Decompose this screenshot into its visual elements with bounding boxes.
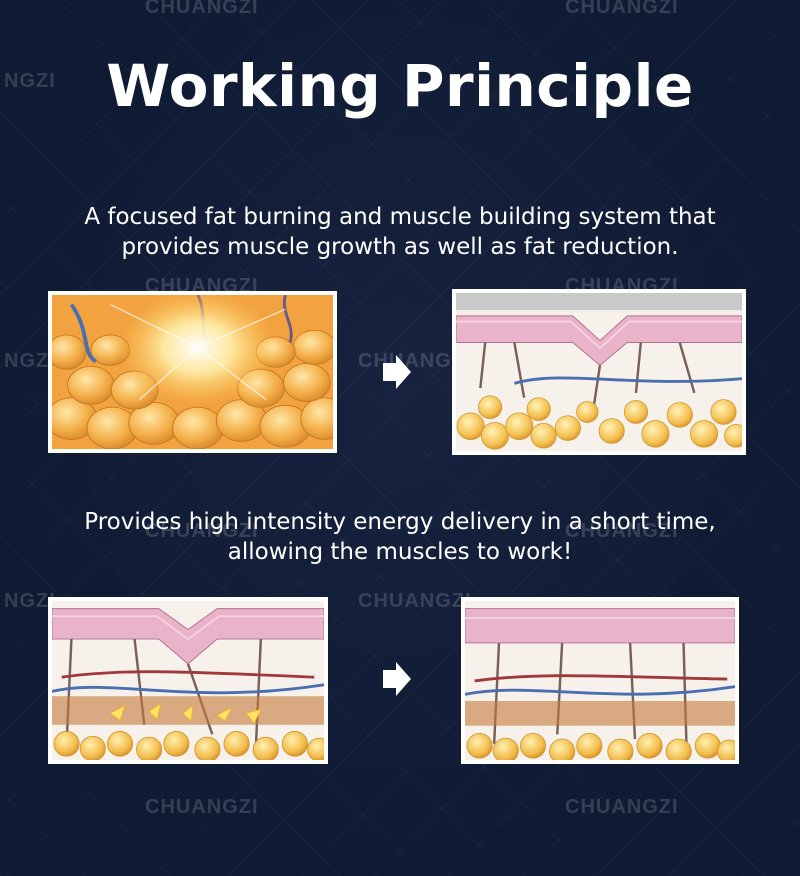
muscle-contraction-image — [48, 597, 328, 764]
watermark: CHUANGZI — [145, 0, 259, 18]
watermark: CHUANGZI — [565, 520, 679, 542]
watermark: CHUANGZI — [145, 796, 259, 818]
watermark: CHUANGZI — [565, 796, 679, 818]
fat-cells-energy-image — [48, 291, 337, 453]
section2-caption: Provides high intensity energy delivery … — [40, 507, 760, 567]
section2-caption-line2: allowing the muscles to work! — [227, 539, 573, 565]
section1-caption-line2: provides muscle growth as well as fat re… — [121, 234, 679, 260]
page-title: Working Principle — [106, 52, 694, 120]
watermark: NGZI — [4, 70, 56, 92]
section1-caption-line1: A focused fat burning and muscle buildin… — [84, 204, 716, 230]
right-arrow-icon — [383, 662, 411, 696]
watermark: CHUANGZI — [145, 520, 259, 542]
muscle-relaxed-image — [461, 597, 739, 764]
watermark: CHUANGZI — [565, 0, 679, 18]
right-arrow-icon — [383, 355, 411, 389]
watermark: NGZI — [4, 590, 56, 612]
watermark: NGZI — [4, 350, 56, 372]
skin-cross-section-image — [452, 289, 746, 455]
section2-caption-line1: Provides high intensity energy delivery … — [84, 509, 716, 535]
section1-caption: A focused fat burning and muscle buildin… — [40, 202, 760, 262]
watermark: CHUANGZI — [358, 590, 472, 612]
